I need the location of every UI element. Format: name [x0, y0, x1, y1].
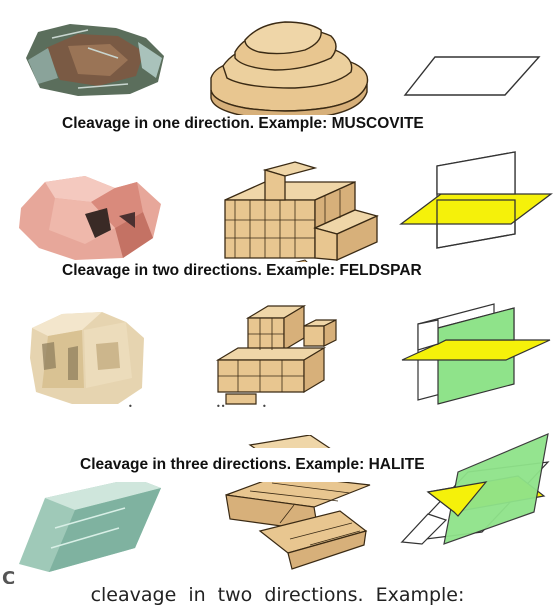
footer-caption: cleavage in two directions. Example:	[0, 584, 555, 606]
dot-mark: ••	[216, 402, 225, 411]
muscovite-stacked-sheets-diagram	[205, 18, 375, 123]
feldspar-mineral-photo	[15, 168, 165, 263]
caption-one-direction: Cleavage in one direction. Example: MUSC…	[62, 115, 424, 133]
caption-three-directions: Cleavage in three directions. Example: H…	[58, 448, 439, 482]
halite-mineral-photo	[22, 308, 152, 408]
caption-two-directions: Cleavage in two directions. Example: FEL…	[62, 262, 422, 280]
two-cleavage-planes-diagram	[395, 148, 555, 263]
halite-cubic-blocks-diagram	[208, 300, 348, 410]
dot-mark: •	[128, 402, 133, 411]
three-perpendicular-cleavage-planes-diagram	[398, 300, 553, 410]
one-cleavage-plane-diagram	[395, 45, 545, 105]
dot-mark: •	[262, 402, 267, 411]
muscovite-mineral-photo	[18, 18, 168, 98]
rhombohedral-mineral-photo	[15, 468, 165, 578]
feldspar-stepped-block-diagram	[205, 160, 385, 270]
